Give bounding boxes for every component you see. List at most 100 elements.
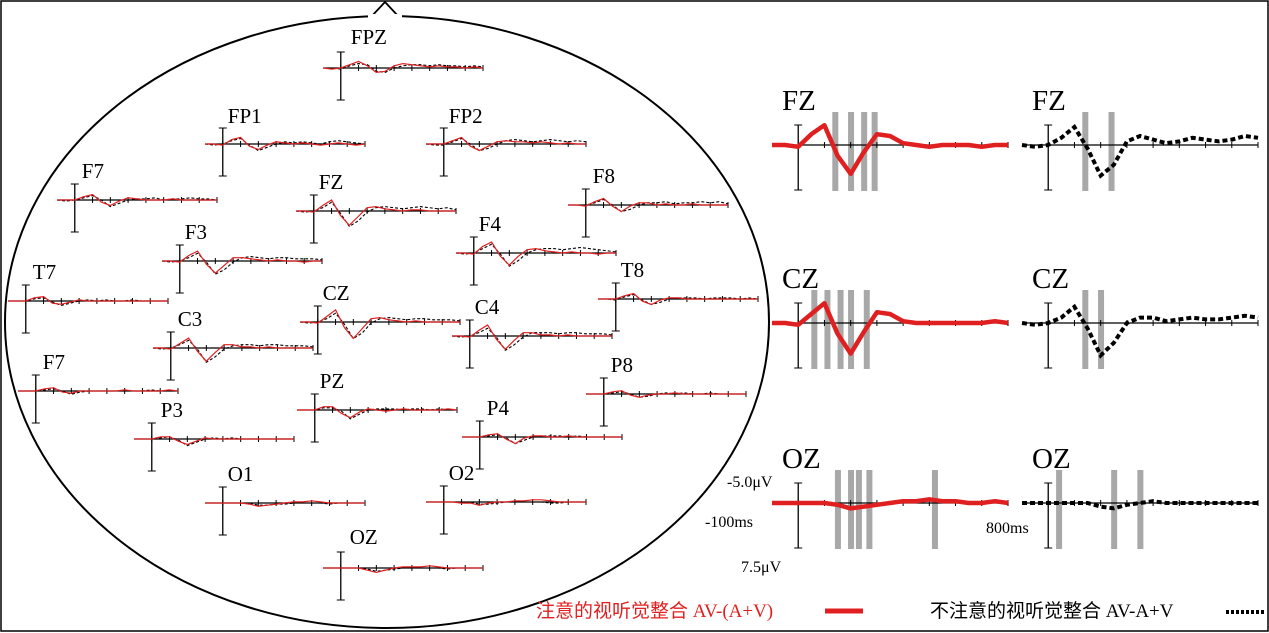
channel-attended-line (205, 136, 366, 151)
channel-attended-line (452, 324, 612, 351)
channel-label: T8 (621, 258, 644, 282)
detail-label: OZ (782, 443, 821, 475)
scale-y-top: -5.0μV (727, 474, 773, 491)
legend-unattended-label: 不注意的视听觉整合 AV-A+V (930, 600, 1174, 622)
channel-label: O2 (449, 461, 475, 485)
detail-fz-attended: FZ (772, 85, 1009, 191)
channel-c4-plot: C4 (451, 295, 613, 369)
detail-attended-line (772, 497, 1009, 511)
channel-attended-line (568, 197, 728, 213)
channel-label: C4 (475, 295, 500, 319)
detail-oz-unattended: OZ (1022, 443, 1259, 549)
significance-band (871, 112, 878, 191)
channel-attended-line (8, 295, 168, 305)
channel-attended-line (323, 565, 483, 574)
significance-band (1056, 470, 1063, 549)
channel-f7-plot: F7 (56, 159, 218, 233)
significance-band (848, 290, 855, 369)
detail-attended-line (772, 300, 1009, 356)
channel-attended-line (426, 499, 586, 506)
channel-p8-plot: P8 (586, 353, 747, 427)
channel-t8-plot: T8 (598, 258, 759, 332)
channel-label: P8 (611, 353, 633, 377)
channel-unattended-line (161, 252, 323, 275)
channel-label: CZ (323, 281, 350, 305)
channel-o1-plot: O1 (205, 462, 366, 536)
channel-attended-line (57, 193, 217, 207)
channel-oz-plot: OZ (323, 525, 484, 601)
channel-f3-plot: F3 (161, 220, 323, 294)
channel-label: F8 (593, 164, 615, 188)
head-nose (370, 0, 400, 18)
channel-attended-line (462, 433, 622, 445)
channel-label: FP1 (228, 104, 262, 128)
channel-f4-plot: F4 (455, 212, 617, 286)
channel-p4-plot: P4 (462, 396, 623, 470)
channel-unattended-line (323, 63, 484, 73)
channel-label: OZ (350, 525, 378, 549)
detail-label: CZ (1032, 263, 1069, 295)
channel-attended-line (297, 406, 458, 419)
significance-band (1137, 470, 1144, 549)
channel-fp2-plot: FP2 (425, 104, 587, 177)
channel-label: FP2 (449, 104, 483, 128)
channel-attended-line (456, 241, 616, 266)
channel-fp1-plot: FP1 (204, 104, 366, 177)
channel-unattended-line (204, 137, 366, 152)
detail-unattended-line (1021, 123, 1259, 179)
significance-band (1098, 290, 1105, 369)
detail-label: FZ (782, 85, 816, 117)
channel-unattended-line (295, 201, 457, 228)
channel-label: C3 (178, 307, 203, 331)
detail-label: FZ (1032, 85, 1066, 117)
significance-band (848, 112, 855, 191)
scale-x-start: -100ms (705, 514, 753, 531)
channel-unattended-line (134, 436, 294, 447)
channel-cz-plot: CZ (299, 281, 461, 355)
channel-unattended-line (152, 339, 314, 364)
channel-unattended-line (297, 407, 457, 420)
channel-attended-line (598, 292, 758, 306)
channel-attended-line (322, 60, 484, 74)
detail-label: OZ (1032, 443, 1071, 475)
channel-c3-plot: C3 (152, 307, 314, 381)
channel-fpz-plot: FPZ (322, 25, 484, 101)
significance-band (1082, 112, 1089, 191)
channel-label: T7 (33, 260, 56, 284)
channel-f8-plot: F8 (568, 164, 729, 238)
channel-label: P4 (487, 396, 510, 420)
channel-label: P3 (161, 398, 183, 422)
detail-oz-attended: OZ (772, 443, 1009, 549)
channel-o2-plot: O2 (426, 461, 587, 535)
channel-label: F3 (185, 220, 207, 244)
significance-band (824, 290, 831, 369)
channel-attended-line (134, 436, 294, 446)
scale-x-end: 800ms (986, 520, 1029, 537)
significance-band (837, 290, 844, 369)
channel-t7-plot: T7 (8, 260, 169, 334)
channel-attended-line (296, 199, 456, 227)
channel-label: PZ (320, 369, 345, 393)
detail-fz-unattended: FZ (1021, 85, 1259, 191)
channel-unattended-line (455, 243, 617, 267)
channel-fz-plot: FZ (295, 170, 457, 244)
channel-attended-line (205, 500, 365, 507)
channel-label: F7 (43, 350, 65, 374)
channel-unattended-line (451, 327, 613, 352)
channel-label: F7 (82, 159, 104, 183)
channel-unattended-line (299, 312, 461, 340)
channel-label: O1 (228, 462, 254, 486)
channel-attended-line (300, 308, 460, 340)
channel-label: FPZ (351, 25, 387, 49)
legend-attended-label: 注意的视听觉整合 AV-(A+V) (536, 600, 773, 622)
scale-y-bottom: 7.5μV (741, 559, 782, 576)
channel-attended-line (162, 250, 322, 274)
detail-unattended-line (1021, 303, 1259, 359)
detail-cz-unattended: CZ (1021, 263, 1259, 369)
channel-pz-plot: PZ (297, 369, 458, 443)
channel-attended-line (586, 390, 746, 398)
